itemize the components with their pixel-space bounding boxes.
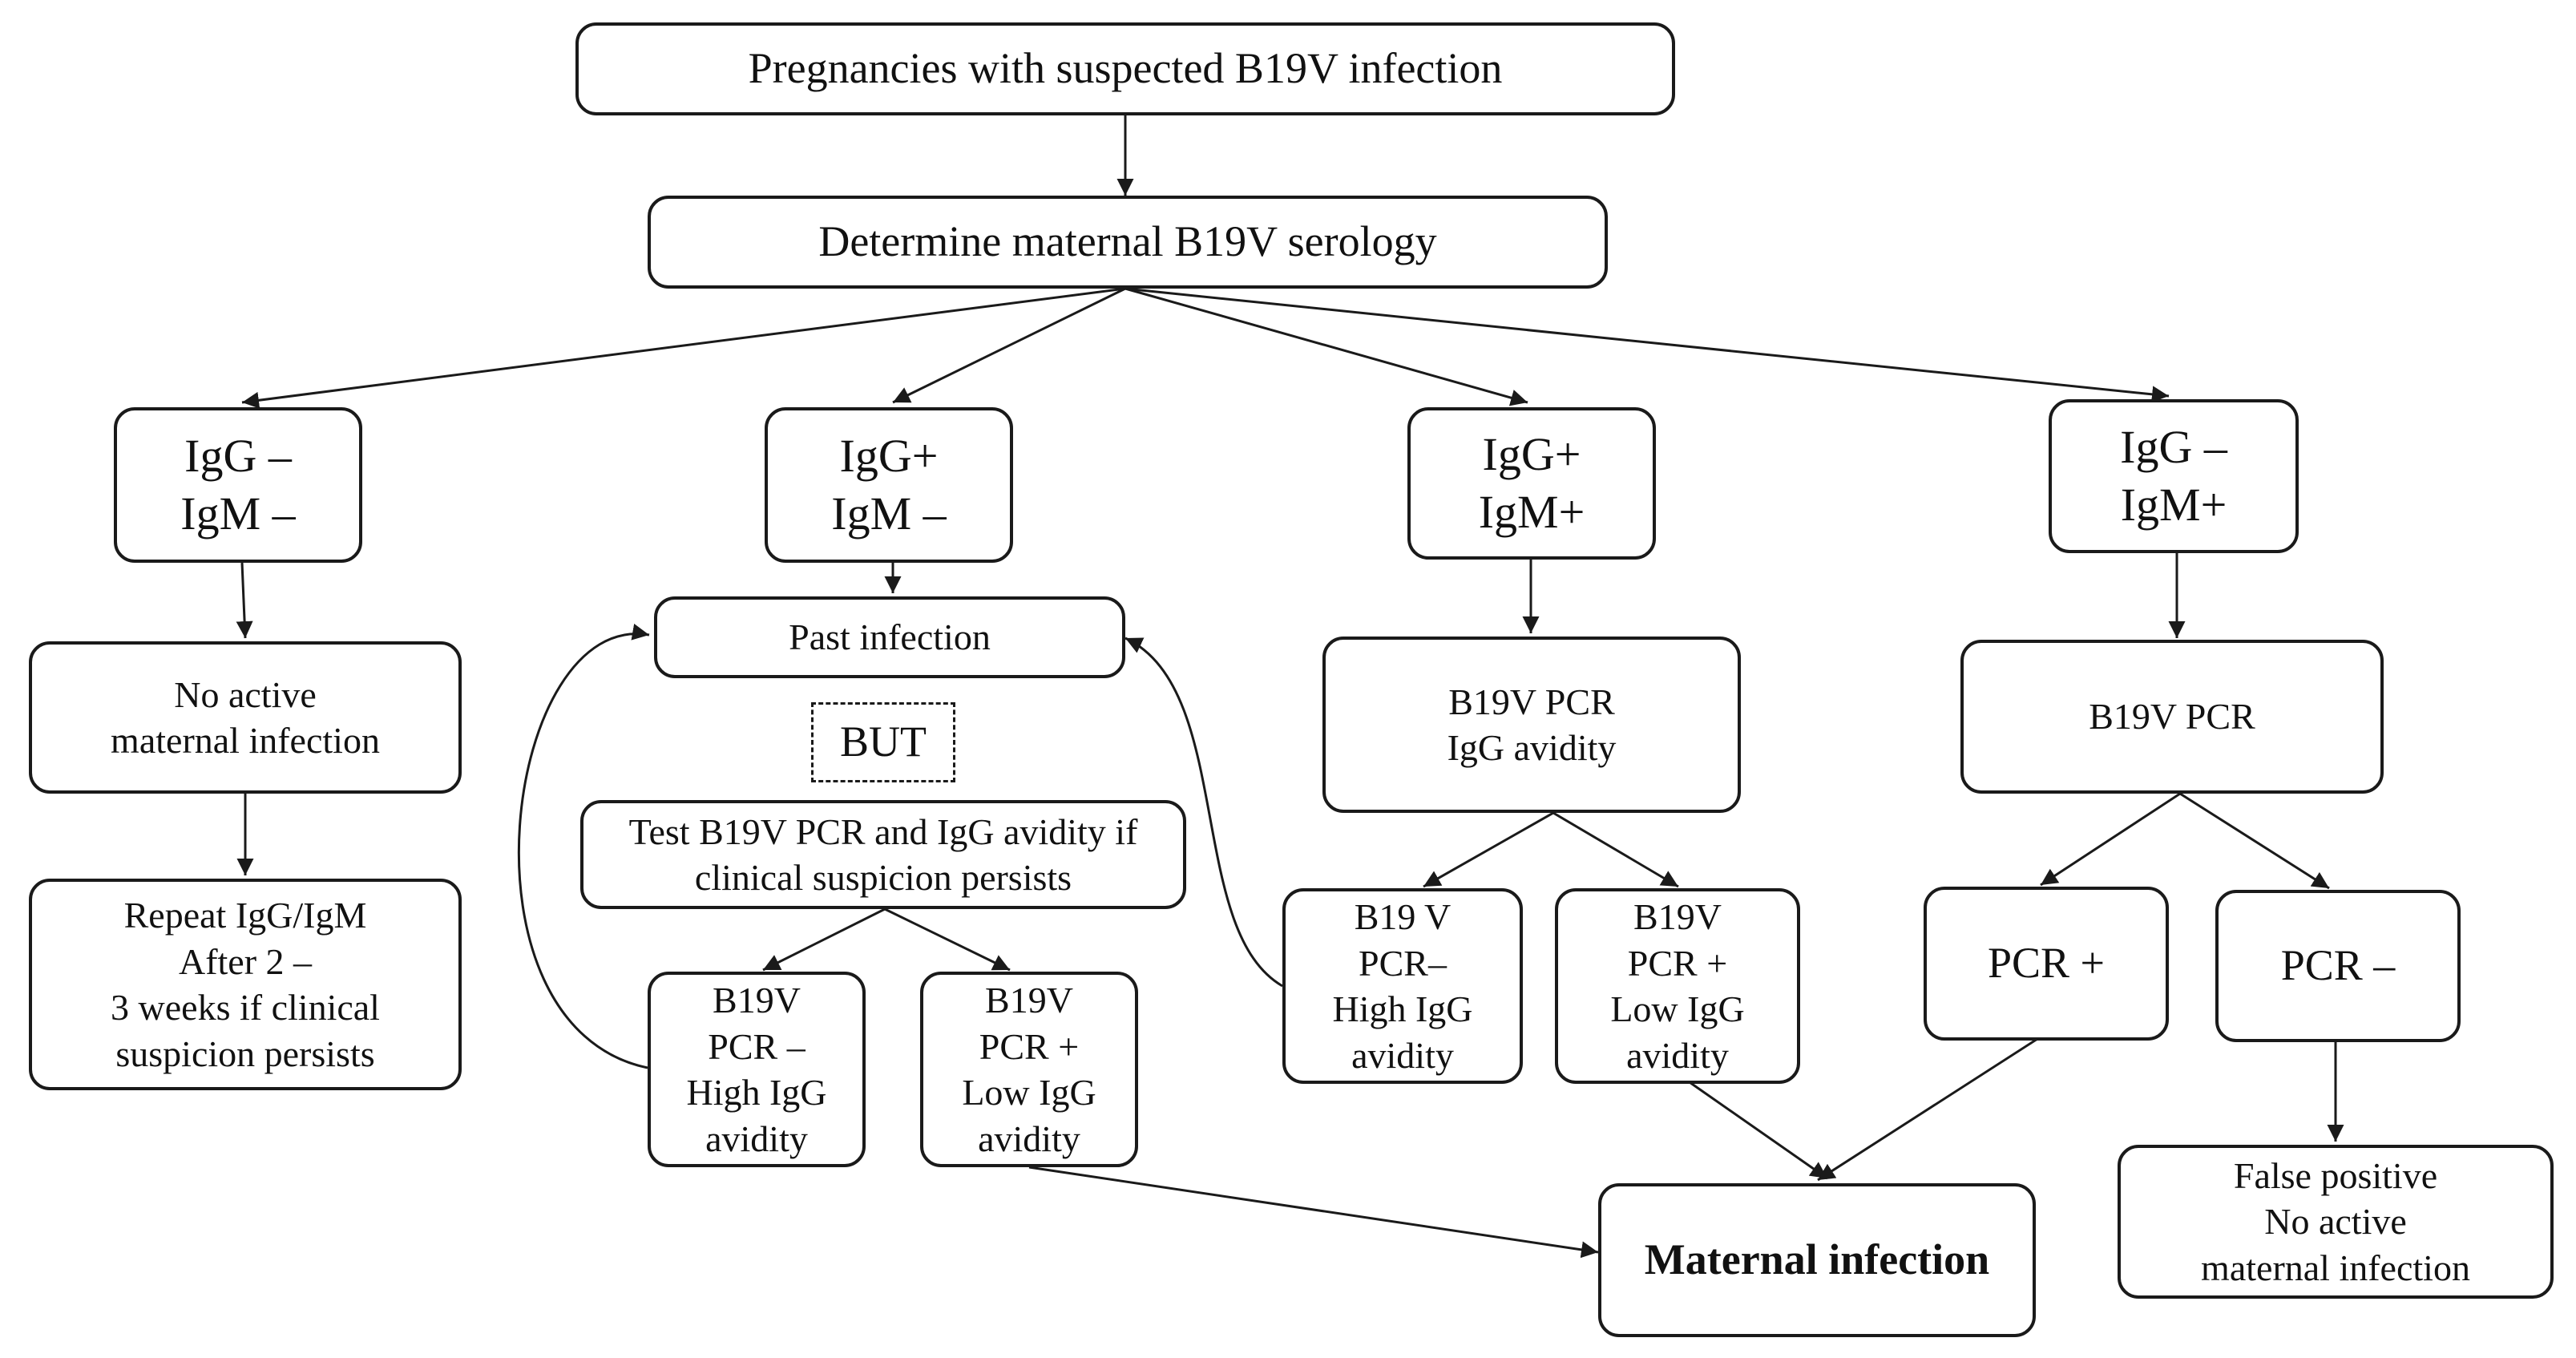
- node-line: False positive: [2233, 1154, 2438, 1196]
- node-line: Maternal infection: [1644, 1235, 1990, 1284]
- node-line: suspicion persists: [115, 1033, 375, 1074]
- node-line: maternal infection: [2201, 1247, 2470, 1288]
- node-line: B19V: [985, 980, 1073, 1021]
- node-line: PCR +: [979, 1025, 1080, 1067]
- node-line: No active: [174, 673, 317, 715]
- node-line: IgM+: [1478, 486, 1585, 538]
- node-line: After 2 –: [178, 940, 313, 982]
- arrow-a-to-no-active: [236, 562, 253, 639]
- node-line: avidity: [1351, 1034, 1454, 1076]
- node-line: High IgG: [1332, 988, 1473, 1029]
- node-line: clinical suspicion persists: [694, 857, 1072, 898]
- arrow-b-pcr-pos-to-maternal: [1028, 1166, 1599, 1259]
- node-line: maternal infection: [111, 720, 380, 761]
- node-line: No active: [2264, 1201, 2407, 1243]
- node-d-pcr: B19V PCR: [1960, 640, 2384, 794]
- node-line: PCR–: [1359, 942, 1447, 984]
- arrow-test-to-pcr-pos: [884, 907, 1011, 972]
- node-line: avidity: [1626, 1034, 1729, 1076]
- node-c-pcr-neg-high-avidity: B19 V PCR– High IgG avidity: [1282, 888, 1523, 1084]
- node-d-pcr-neg: PCR –: [2215, 890, 2461, 1042]
- node-maternal-infection: Maternal infection: [1598, 1183, 2036, 1337]
- node-c-pcr-igg-avidity: B19V PCR IgG avidity: [1322, 637, 1741, 813]
- arrow-serology-to-c: [1124, 287, 1528, 406]
- node-determine-serology: Determine maternal B19V serology: [648, 196, 1608, 289]
- arrow-c-avidity-to-pos: [1552, 811, 1679, 888]
- node-line: Determine maternal B19V serology: [818, 217, 1437, 266]
- node-test-pcr-avidity: Test B19V PCR and IgG avidity if clinica…: [580, 800, 1186, 909]
- node-c-pcr-pos-low-avidity: B19V PCR + Low IgG avidity: [1555, 888, 1800, 1084]
- arrow-d-pcr-pos-to-maternal: [1817, 1037, 2038, 1182]
- arrow-c-avidity-to-neg: [1423, 811, 1554, 888]
- node-d-pcr-pos: PCR +: [1924, 887, 2169, 1041]
- node-line: B19V PCR: [1448, 681, 1615, 722]
- node-past-infection: Past infection: [654, 596, 1125, 678]
- arrow-d-pcr-to-neg: [2179, 792, 2330, 890]
- node-line: IgM –: [180, 487, 296, 540]
- node-line: IgM+: [2120, 479, 2227, 531]
- node-repeat-igg-igm: Repeat IgG/IgM After 2 – 3 weeks if clin…: [29, 879, 462, 1090]
- node-b-pcr-neg-high-avidity: B19V PCR – High IgG avidity: [648, 972, 866, 1167]
- node-line: BUT: [840, 717, 927, 766]
- node-line: IgG avidity: [1447, 727, 1617, 768]
- node-line: B19V: [1633, 896, 1722, 937]
- node-line: PCR +: [1627, 942, 1728, 984]
- node-line: IgG –: [2120, 420, 2227, 473]
- node-line: Low IgG: [962, 1072, 1096, 1113]
- arrow-c-pcr-neg-loop: [1124, 637, 1283, 988]
- arrow-c-pcr-pos-to-maternal: [1689, 1081, 1828, 1180]
- node-line: B19V PCR: [2089, 696, 2255, 738]
- arrow-serology-to-a: [241, 287, 1126, 409]
- node-no-active-infection: No active maternal infection: [29, 641, 462, 794]
- node-line: B19 V: [1354, 896, 1452, 937]
- node-line: IgM –: [831, 487, 947, 540]
- arrow-d-pcr-to-pos: [2040, 792, 2181, 887]
- node-line: PCR –: [2280, 941, 2396, 990]
- node-line: avidity: [705, 1118, 808, 1159]
- node-line: PCR +: [1987, 939, 2106, 988]
- arrow-serology-to-b: [892, 287, 1126, 404]
- node-igg-neg-igm-pos: IgG – IgM+: [2049, 399, 2299, 553]
- node-igg-pos-igm-neg: IgG+ IgM –: [765, 407, 1013, 563]
- node-line: Test B19V PCR and IgG avidity if: [628, 810, 1138, 852]
- node-pregnancies-suspected: Pregnancies with suspected B19V infectio…: [575, 22, 1675, 115]
- node-line: IgG+: [1482, 427, 1581, 480]
- node-but: BUT: [811, 702, 955, 782]
- node-line: Pregnancies with suspected B19V infectio…: [748, 44, 1503, 93]
- node-line: Past infection: [789, 616, 991, 658]
- node-igg-pos-igm-pos: IgG+ IgM+: [1407, 407, 1656, 560]
- arrow-b-pcr-neg-loop: [517, 624, 650, 1069]
- node-line: B19V: [713, 980, 801, 1021]
- node-line: High IgG: [686, 1072, 827, 1113]
- node-line: Repeat IgG/IgM: [123, 895, 367, 936]
- node-igg-neg-igm-neg: IgG – IgM –: [114, 407, 362, 563]
- node-line: avidity: [978, 1118, 1080, 1159]
- node-line: IgG –: [184, 429, 292, 482]
- node-line: 3 weeks if clinical: [111, 987, 380, 1028]
- node-line: Low IgG: [1610, 988, 1745, 1029]
- node-b-pcr-pos-low-avidity: B19V PCR + Low IgG avidity: [920, 972, 1138, 1167]
- node-false-positive: False positive No active maternal infect…: [2118, 1145, 2554, 1299]
- node-line: IgG+: [839, 429, 939, 482]
- node-line: PCR –: [708, 1025, 806, 1067]
- arrow-test-to-pcr-neg: [762, 907, 886, 972]
- arrow-serology-to-d: [1124, 287, 2170, 403]
